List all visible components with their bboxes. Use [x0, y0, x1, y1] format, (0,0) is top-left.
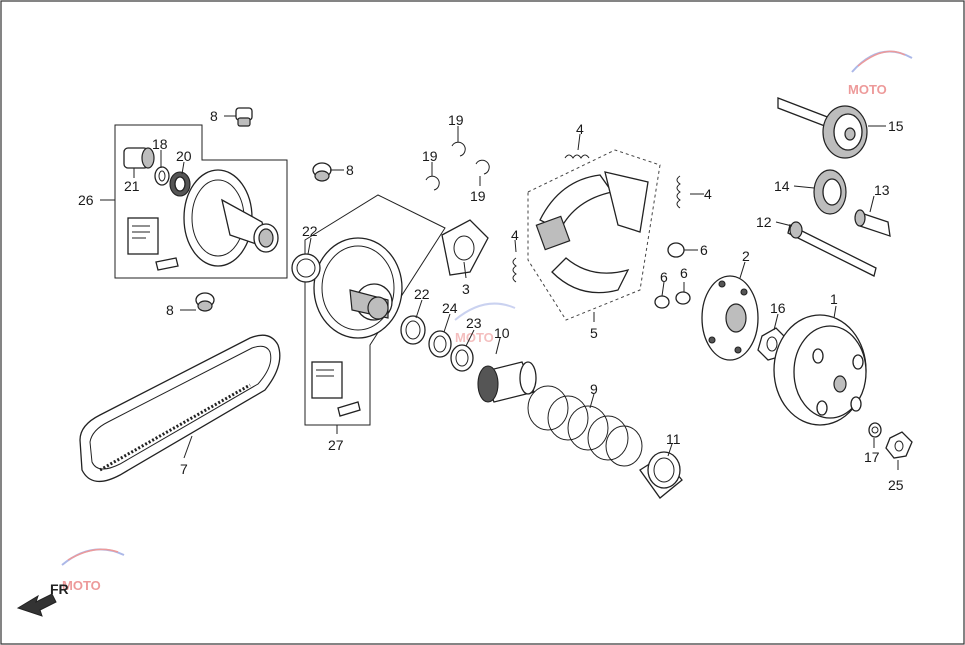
watermark-logo-top: MOTO — [848, 50, 913, 97]
clutch-shoe-region — [527, 149, 661, 321]
callout-11: 11 — [666, 431, 681, 447]
spring-4-right — [676, 175, 681, 209]
callout-10: 10 — [494, 325, 510, 341]
washer-17 — [868, 422, 882, 438]
callout-15: 15 — [888, 118, 904, 134]
callout-5: 5 — [590, 325, 598, 341]
nut-8-top — [235, 107, 253, 127]
nut-8-lower — [195, 292, 215, 312]
callout-26: 26 — [78, 192, 94, 208]
group-27-outline — [304, 194, 446, 426]
callout-12: 12 — [756, 214, 772, 230]
callout-19-top: 19 — [448, 112, 464, 128]
circlip-19-set — [425, 141, 490, 191]
watermark-text: MOTO — [62, 578, 101, 593]
callout-19-left: 19 — [422, 148, 438, 164]
callout-4-top: 4 — [576, 121, 584, 137]
callout-6-top: 6 — [700, 242, 708, 258]
callout-22-left: 22 — [302, 223, 318, 239]
callout-4-left: 4 — [511, 227, 519, 243]
drive-plate-2 — [701, 275, 759, 361]
watermark-text: MOTO — [455, 330, 494, 345]
callout-18: 18 — [152, 136, 168, 152]
callout-2: 2 — [742, 248, 750, 264]
callout-25: 25 — [888, 477, 904, 493]
callout-22-middle: 22 — [414, 286, 430, 302]
callout-6-left: 6 — [660, 269, 668, 285]
callout-20: 20 — [176, 148, 192, 164]
clutch-shoe-assembly — [535, 171, 649, 294]
collar-10 — [477, 361, 537, 403]
compression-spring-9 — [527, 385, 643, 467]
spring-seat-11 — [639, 451, 683, 499]
front-direction-arrow: FR — [16, 581, 69, 617]
drive-belt — [79, 334, 281, 482]
callout-16: 16 — [770, 300, 786, 316]
callout-1: 1 — [830, 291, 838, 307]
guide-plate-3 — [441, 219, 489, 276]
instruction-card-27 — [311, 361, 361, 417]
callout-27: 27 — [328, 437, 344, 453]
driven-face-inner-part — [183, 169, 279, 267]
gear-14 — [813, 169, 847, 215]
washer-22-middle — [400, 315, 426, 345]
callout-9: 9 — [590, 381, 598, 397]
group-26-outline — [114, 124, 288, 279]
clutch-outer-1 — [773, 314, 867, 426]
instruction-card-26 — [127, 217, 179, 271]
needle-bearing-21 — [123, 147, 155, 169]
nut-25 — [885, 431, 913, 459]
callout-14: 14 — [774, 178, 790, 194]
callout-19-bottom: 19 — [470, 188, 486, 204]
washer-22-left — [291, 253, 321, 283]
callout-3: 3 — [462, 281, 470, 297]
callout-23: 23 — [466, 315, 482, 331]
callout-8-lower: 8 — [166, 302, 174, 318]
pinion-13 — [854, 209, 891, 237]
callout-4-right: 4 — [704, 186, 712, 202]
callout-8-middle: 8 — [346, 162, 354, 178]
callout-13: 13 — [874, 182, 890, 198]
oil-seal-18 — [154, 166, 170, 186]
washer-24 — [428, 330, 452, 358]
callout-7: 7 — [180, 461, 188, 477]
callout-21: 21 — [124, 178, 140, 194]
watermark-logo-middle: MOTO — [454, 302, 516, 345]
watermark-logo-bottom: MOTO — [61, 548, 125, 593]
movable-driven-face — [313, 237, 403, 339]
watermark-text: MOTO — [848, 82, 887, 97]
front-indicator-label: FR — [50, 581, 69, 597]
spring-4-top — [564, 154, 590, 159]
callout-17: 17 — [864, 449, 880, 465]
callout-labels: 1 2 3 4 4 4 5 6 6 6 7 8 8 8 9 10 11 12 1… — [78, 108, 904, 493]
nut-8-middle — [312, 162, 332, 182]
callout-24: 24 — [442, 300, 458, 316]
leader-lines — [100, 115, 899, 470]
gear-shaft-15 — [777, 97, 868, 159]
bearing-20 — [169, 171, 191, 197]
drive-shaft-12 — [787, 221, 877, 277]
seal-23 — [450, 344, 474, 372]
spring-4-left — [512, 257, 517, 283]
callout-8-top: 8 — [210, 108, 218, 124]
callout-6-right: 6 — [680, 265, 688, 281]
